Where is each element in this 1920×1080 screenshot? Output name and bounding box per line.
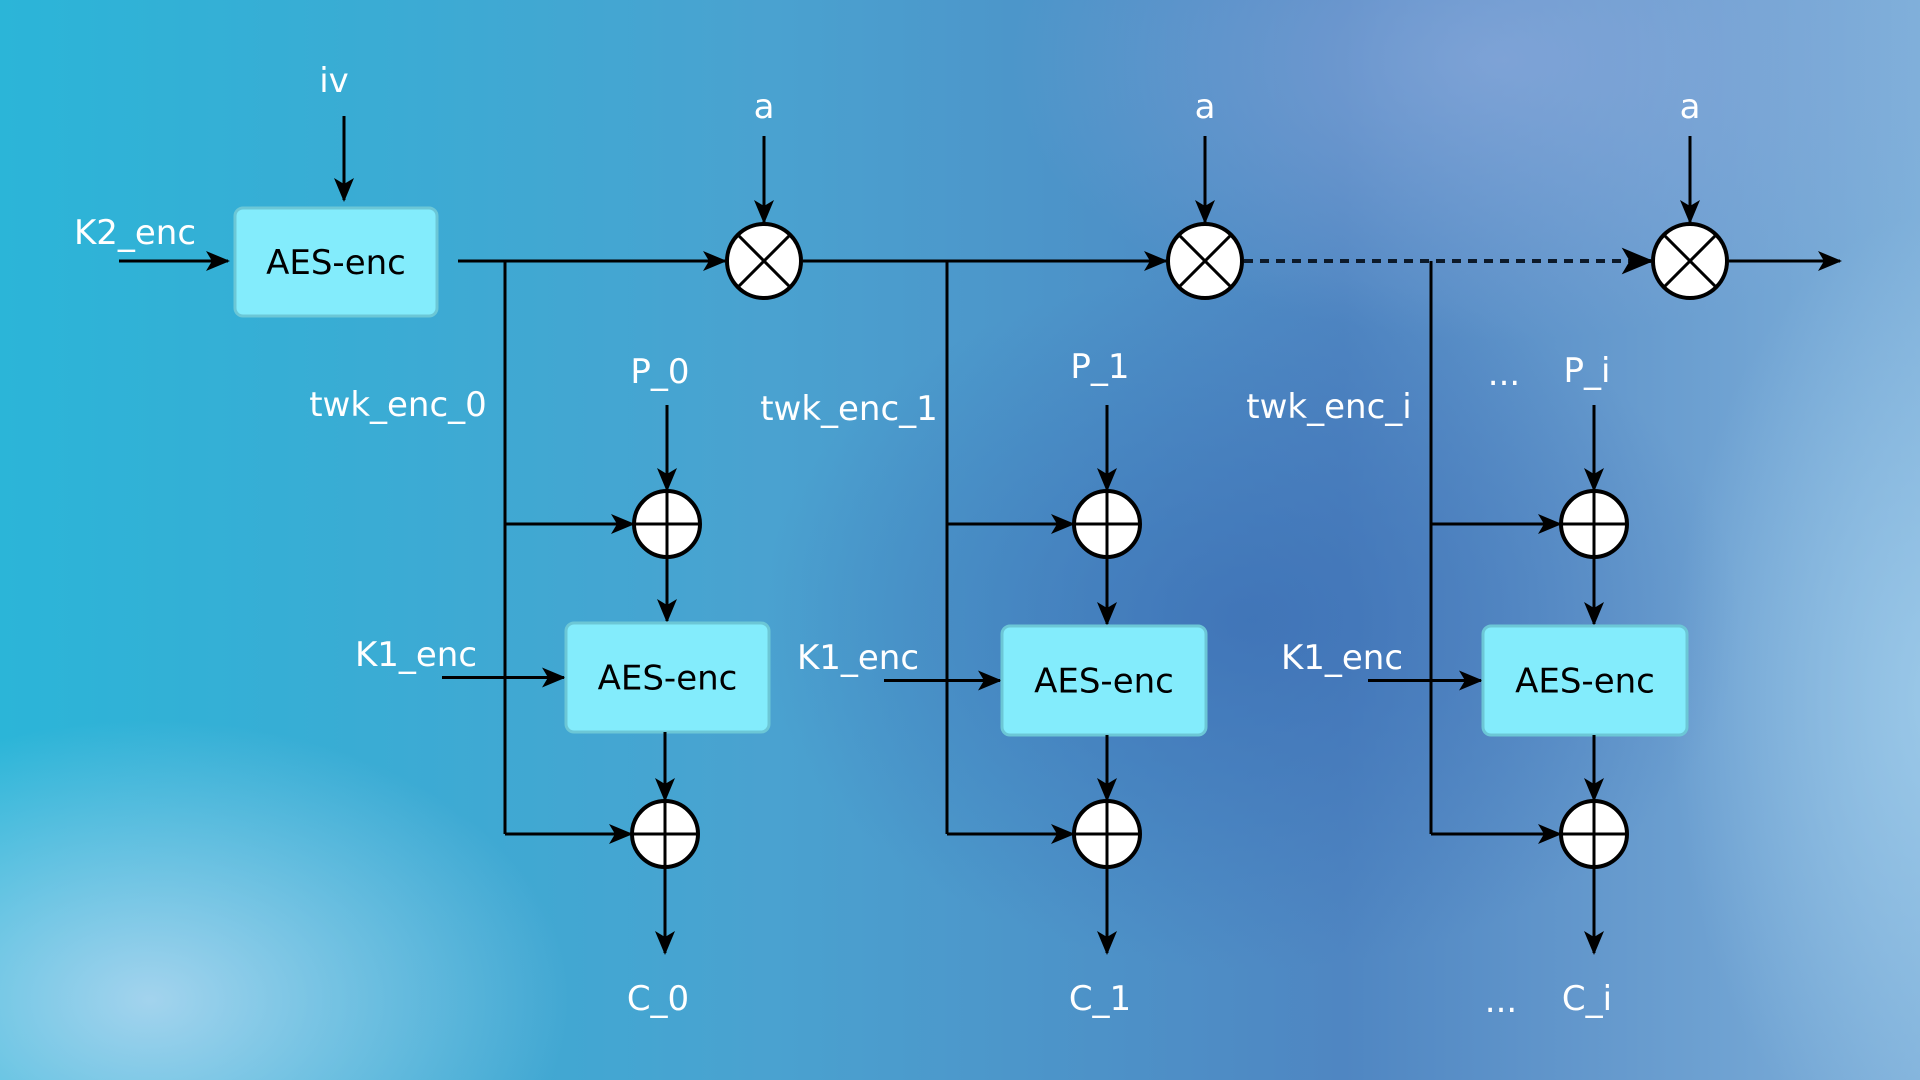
xor-icon bbox=[1072, 489, 1142, 559]
tweak-label: twk_enc_i bbox=[1246, 387, 1411, 427]
k2-enc-label: K2_enc bbox=[74, 213, 196, 253]
ellipsis-bottom: ... bbox=[1485, 981, 1517, 1021]
aes-enc-label: AES-enc bbox=[1515, 662, 1655, 702]
iv-label: iv bbox=[319, 61, 349, 101]
xor-icon bbox=[1072, 799, 1142, 869]
aes-enc-box: AES-enc bbox=[1481, 624, 1689, 737]
k1-enc-label: K1_enc bbox=[797, 638, 919, 678]
multiply-icon bbox=[1166, 222, 1244, 300]
ciphertext-label: C_0 bbox=[627, 979, 689, 1019]
tweak-label: twk_enc_1 bbox=[760, 389, 938, 429]
xor-icon bbox=[1559, 799, 1629, 869]
k1-enc-label: K1_enc bbox=[1281, 638, 1403, 678]
ciphertext-label: C_1 bbox=[1069, 979, 1131, 1019]
multiplier-a-label: a bbox=[1680, 87, 1701, 127]
xor-icon bbox=[630, 799, 700, 869]
ellipsis-top: ... bbox=[1488, 354, 1520, 394]
multiply-icon bbox=[725, 222, 803, 300]
ciphertext-label: C_i bbox=[1562, 979, 1612, 1019]
aes-enc-label: AES-enc bbox=[598, 659, 738, 699]
aes-enc-box: AES-enc bbox=[1000, 624, 1208, 737]
xor-icon bbox=[632, 489, 702, 559]
aes-enc-label: AES-enc bbox=[266, 243, 406, 283]
multiply-icon bbox=[1651, 222, 1729, 300]
xor-icon bbox=[1559, 489, 1629, 559]
plaintext-label: P_1 bbox=[1070, 347, 1129, 387]
aes-enc-label: AES-enc bbox=[1034, 662, 1174, 702]
aes-enc-box: AES-enc bbox=[564, 621, 771, 734]
k1-enc-label: K1_enc bbox=[355, 635, 477, 675]
plaintext-label: P_0 bbox=[630, 352, 689, 392]
plaintext-label: P_i bbox=[1564, 351, 1611, 391]
multiplier-a-label: a bbox=[754, 87, 775, 127]
tweak-label: twk_enc_0 bbox=[309, 385, 487, 425]
multiplier-a-label: a bbox=[1195, 87, 1216, 127]
aes-enc-box-tweak: AES-enc bbox=[233, 206, 439, 318]
